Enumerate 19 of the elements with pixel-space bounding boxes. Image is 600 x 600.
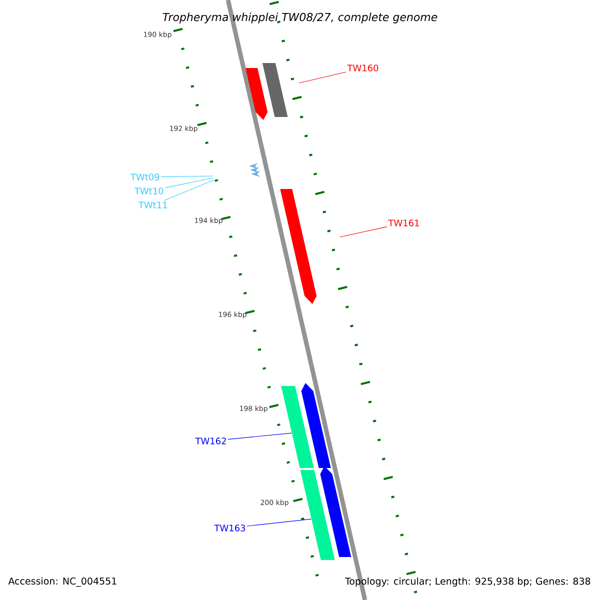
gene-label: TWt09 xyxy=(130,174,160,180)
gene-label: TW162 xyxy=(195,438,226,444)
gene-bar xyxy=(300,470,335,560)
gene-label: TW160 xyxy=(347,64,378,72)
gene-label: TW161 xyxy=(388,220,419,226)
gene-label: TWt11 xyxy=(138,202,167,208)
leader-line xyxy=(246,518,312,526)
leader-line xyxy=(228,432,292,440)
leader-line xyxy=(164,178,214,188)
title: Tropheryma whipplei TW08/27, complete genome xyxy=(162,12,438,24)
leader-line xyxy=(340,226,388,238)
gene-label: TWt10 xyxy=(134,188,164,194)
leader-line xyxy=(160,176,214,178)
accession-text: Accession: NC_004551 xyxy=(8,577,116,587)
gene-bar xyxy=(281,386,314,468)
genome-info-text: Topology: circular; Length: 925,938 bp; Genes: 838 xyxy=(344,577,590,587)
leader-line xyxy=(298,72,346,84)
gene-label: TW163 xyxy=(214,524,246,532)
leader-line xyxy=(164,180,214,201)
